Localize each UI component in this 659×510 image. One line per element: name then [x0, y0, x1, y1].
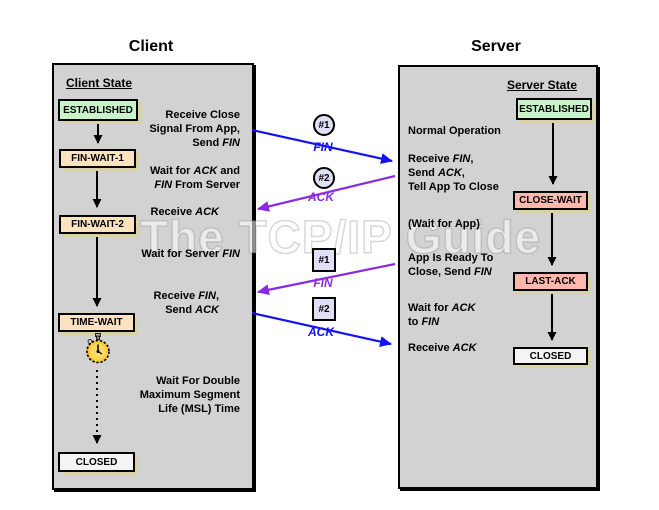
note-wait-server-fin: Wait for Server FIN — [141, 248, 240, 260]
server-title: Server — [471, 38, 521, 55]
msg1-badge: #1 — [313, 114, 335, 136]
msg1-label-fin: FIN — [313, 140, 333, 154]
msg2-label-ack: ACK — [308, 190, 334, 204]
client-title: Client — [128, 38, 174, 55]
note-receive-fin-send-ack: Receive FIN,Send ACK — [153, 290, 219, 316]
server-state-established: ESTABLISHED — [516, 98, 592, 120]
watermark: The TCP/IP Guide — [139, 210, 542, 264]
note-server-receive-fin: Receive FIN,Send ACK,Tell App To Close — [408, 153, 499, 193]
msg-arrow-ack-1 — [257, 174, 396, 212]
msg-arrow-fin-2 — [257, 262, 396, 296]
client-state-header: Client State — [66, 76, 133, 90]
msg4-badge: #2 — [312, 297, 336, 321]
msg-arrow-fin-1 — [251, 128, 393, 164]
note-client-receive-ack: Receive ACK — [150, 206, 220, 218]
note-normal-operation: Normal Operation — [408, 125, 501, 137]
server-state-header: Server State — [506, 78, 577, 92]
server-state-close-wait: CLOSE-WAIT — [513, 191, 588, 210]
msg2-badge: #2 — [313, 167, 335, 189]
msg-arrow-ack-2 — [251, 311, 392, 347]
server-state-closed: CLOSED — [513, 347, 588, 365]
msg3-badge: #1 — [312, 248, 336, 272]
server-state-last-ack: LAST-ACK — [513, 272, 588, 291]
note-wait-for-app: (Wait for App) — [408, 218, 480, 230]
client-state-fin-wait-2: FIN-WAIT-2 — [59, 215, 136, 234]
msg4-label-ack: ACK — [308, 325, 334, 339]
client-state-time-wait: TIME-WAIT — [58, 313, 135, 332]
client-state-established: ESTABLISHED — [58, 99, 138, 121]
note-server-receive-ack: Receive ACK — [408, 342, 477, 354]
stopwatch-icon — [86, 333, 110, 364]
client-state-fin-wait-1: FIN-WAIT-1 — [59, 149, 136, 168]
client-panel — [52, 63, 254, 490]
client-state-closed: CLOSED — [58, 452, 135, 472]
msg3-label-fin: FIN — [313, 276, 333, 290]
